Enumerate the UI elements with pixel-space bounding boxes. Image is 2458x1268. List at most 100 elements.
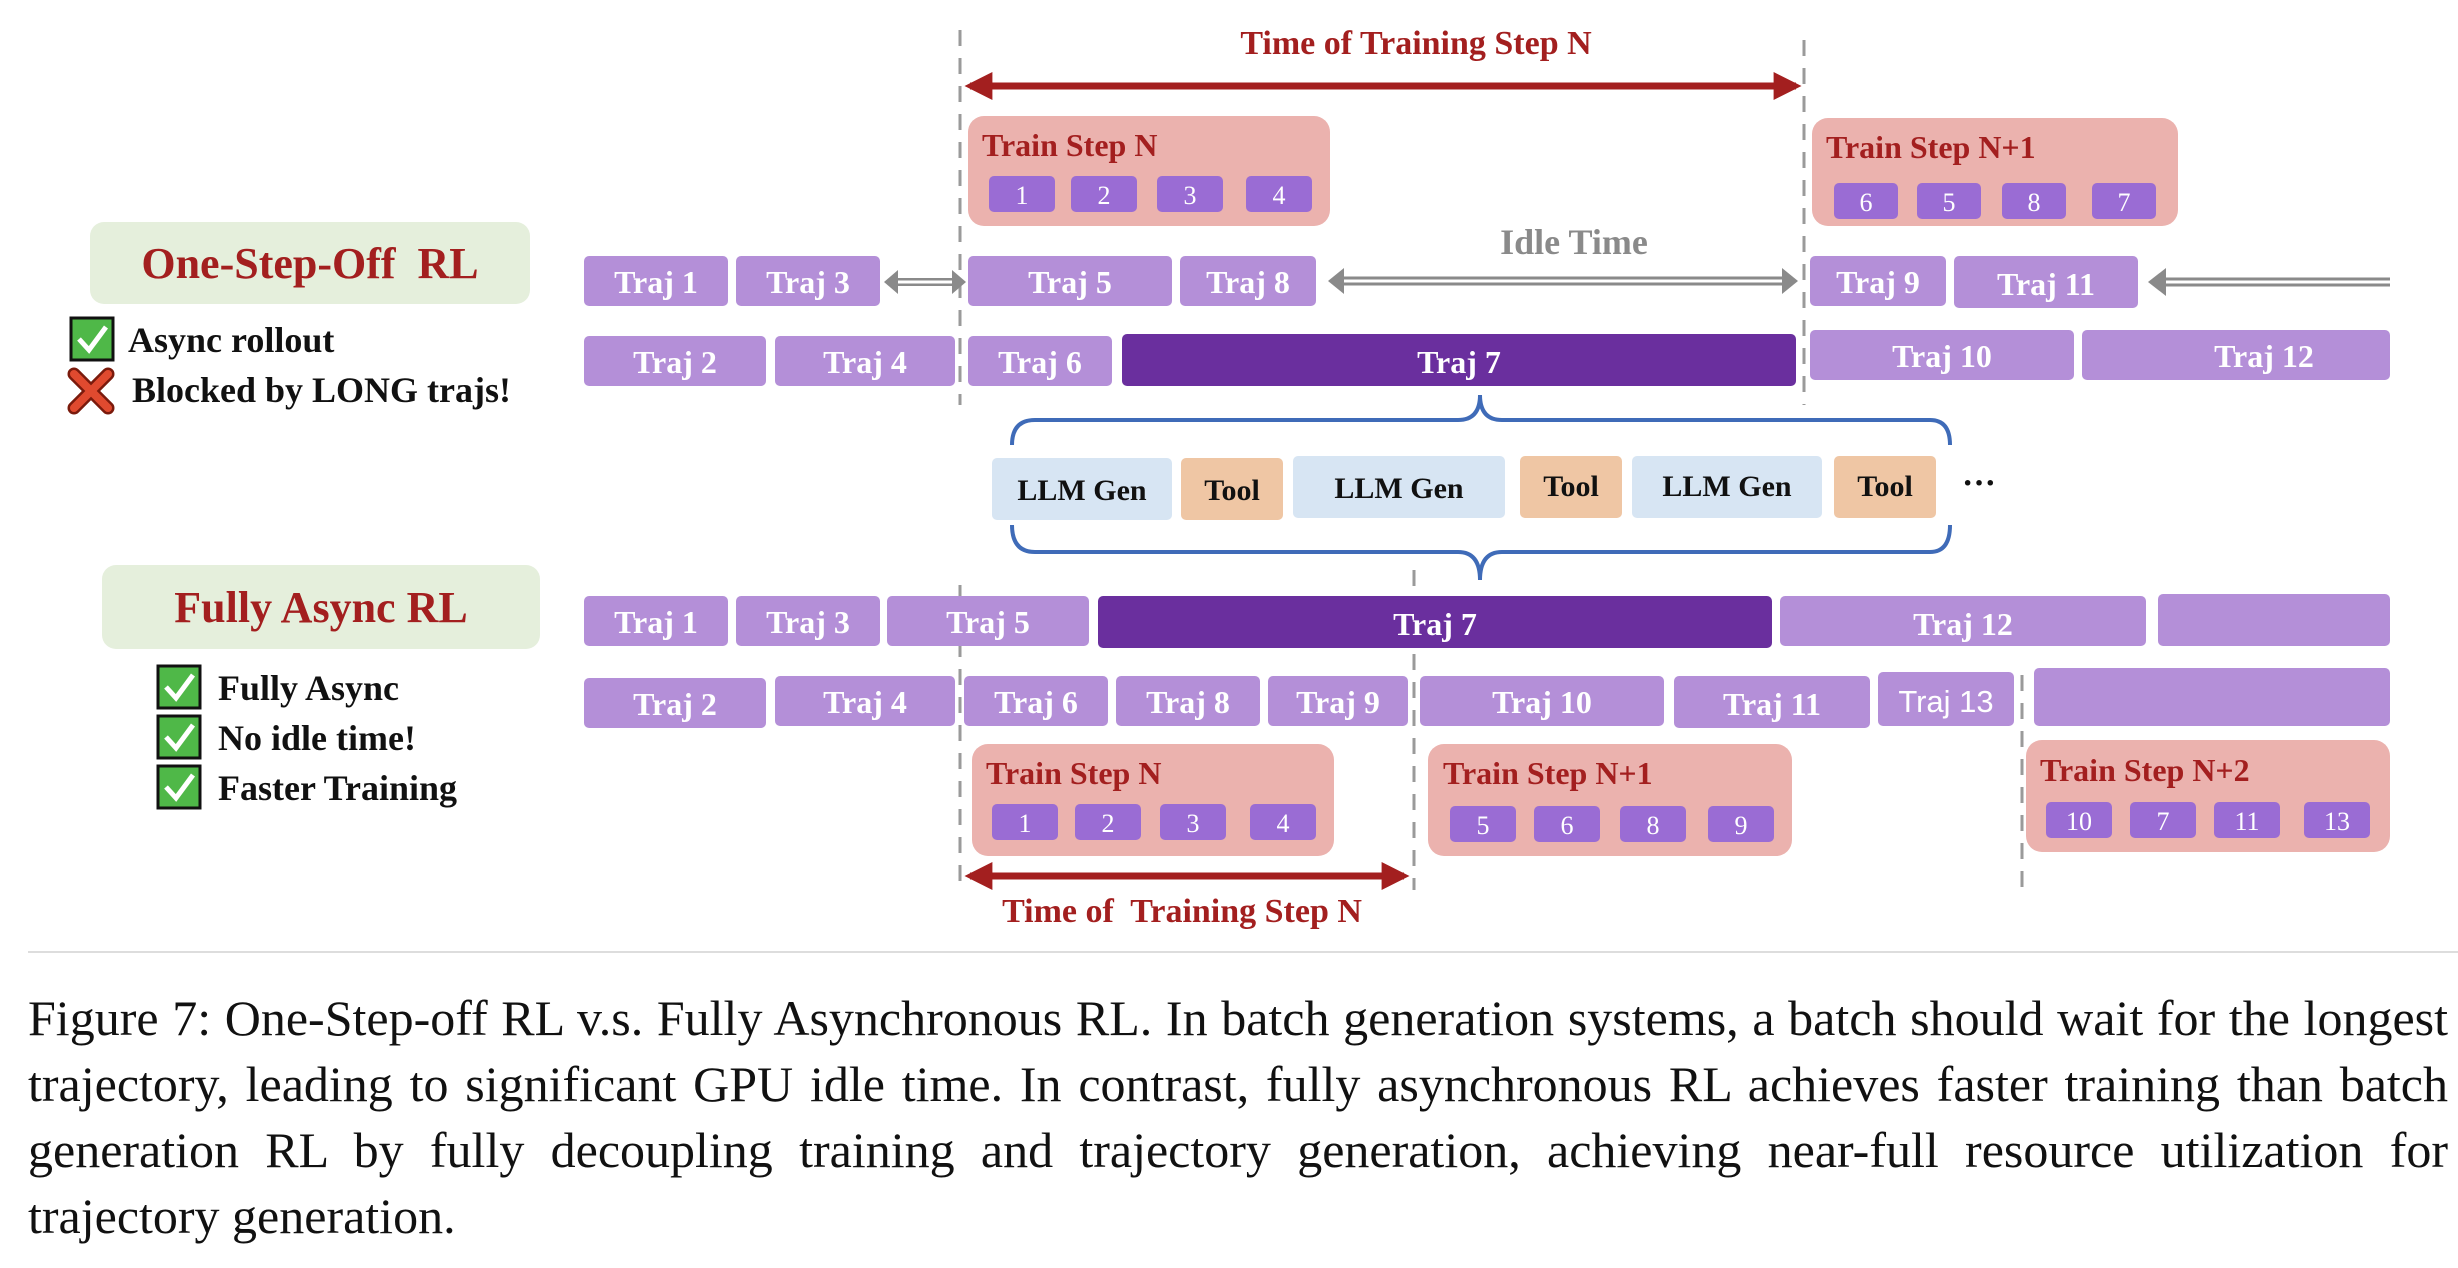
tool-segment bbox=[1834, 456, 1936, 518]
segment-label: LLM Gen bbox=[1017, 474, 1146, 507]
train-chip-label: 6 bbox=[1860, 188, 1873, 217]
train-chip-label: 5 bbox=[1477, 811, 1490, 840]
traj-label: Traj 6 bbox=[998, 344, 1082, 380]
traj-label: Traj 7 bbox=[1417, 344, 1501, 380]
traj-block bbox=[887, 596, 1089, 646]
train-step-label: Train Step N bbox=[986, 755, 1161, 791]
train-step-box bbox=[968, 116, 1330, 226]
train-chip-label: 7 bbox=[2118, 188, 2131, 217]
segment-label: LLM Gen bbox=[1662, 470, 1791, 503]
train-step-box bbox=[1812, 118, 2178, 226]
train-chip-label: 7 bbox=[2157, 807, 2170, 836]
bottom-time-label: Time of Training Step N bbox=[1002, 893, 1362, 930]
traj-label: Traj 3 bbox=[766, 264, 850, 300]
traj-block bbox=[1180, 256, 1316, 306]
train-step-box bbox=[2026, 740, 2390, 852]
traj-label: Traj 2 bbox=[633, 686, 717, 722]
traj-block bbox=[1810, 256, 1946, 306]
train-chip bbox=[992, 804, 1058, 840]
train-chip-label: 3 bbox=[1184, 181, 1197, 210]
segment-label: Tool bbox=[1857, 470, 1913, 503]
note-fully-async: Fully Async bbox=[218, 668, 399, 708]
train-chip-label: 8 bbox=[1647, 811, 1660, 840]
traj-block bbox=[584, 678, 766, 728]
traj-block bbox=[1268, 676, 1408, 726]
top-time-label: Time of Training Step N bbox=[1240, 25, 1592, 62]
train-step-label: Train Step N+2 bbox=[2040, 752, 2250, 788]
llm-gen-segment bbox=[1632, 456, 1822, 518]
traj-block bbox=[964, 676, 1108, 726]
traj-label: Traj 10 bbox=[1492, 684, 1592, 720]
wait-arrow bbox=[884, 270, 966, 294]
note-no-idle: No idle time! bbox=[218, 718, 416, 758]
segment-label: LLM Gen bbox=[1334, 472, 1463, 505]
train-chip bbox=[1534, 806, 1600, 842]
train-chip bbox=[1160, 804, 1226, 840]
traj-label: Traj 5 bbox=[1028, 264, 1112, 300]
traj-label: Traj 2 bbox=[633, 344, 717, 380]
traj-label: Traj 3 bbox=[766, 604, 850, 640]
train-chip bbox=[2002, 183, 2066, 219]
idle-time-label: Idle Time bbox=[1500, 222, 1648, 262]
train-chip-label: 8 bbox=[2028, 188, 2041, 217]
traj-block-long bbox=[1098, 596, 1772, 648]
train-chip-label: 6 bbox=[1561, 811, 1574, 840]
traj-block bbox=[775, 676, 955, 726]
train-chip bbox=[1071, 176, 1137, 212]
fully-async-title-box bbox=[102, 565, 540, 649]
train-chip-label: 4 bbox=[1273, 181, 1286, 210]
traj-block bbox=[1810, 330, 2074, 380]
train-step-box bbox=[1428, 744, 1792, 856]
train-step-label: Train Step N bbox=[982, 127, 1157, 163]
traj-label: Traj 7 bbox=[1393, 606, 1477, 642]
llm-gen-segment bbox=[992, 458, 1172, 520]
traj-label: Traj 10 bbox=[1892, 338, 1992, 374]
train-chip bbox=[1250, 804, 1316, 840]
traj-block bbox=[1420, 676, 1664, 726]
traj-label: Traj 12 bbox=[2214, 338, 2314, 374]
traj-block bbox=[1116, 676, 1260, 726]
train-step-box bbox=[972, 744, 1334, 856]
one-step-off-title: One-Step-Off RL bbox=[141, 239, 478, 288]
train-step-label: Train Step N+1 bbox=[1826, 129, 2036, 165]
traj-block bbox=[968, 256, 1172, 306]
note-faster-training: Faster Training bbox=[218, 768, 457, 808]
train-chip bbox=[2046, 802, 2112, 838]
top-brace bbox=[1010, 394, 1952, 446]
idle-arrow bbox=[1328, 268, 1798, 294]
traj-label: Traj 9 bbox=[1296, 684, 1380, 720]
train-chip bbox=[989, 176, 1055, 212]
train-chip-label: 3 bbox=[1187, 809, 1200, 838]
train-step-label: Train Step N+1 bbox=[1443, 755, 1653, 791]
train-chip bbox=[2130, 802, 2196, 838]
train-chip bbox=[1157, 176, 1223, 212]
traj-label: Traj 4 bbox=[823, 684, 907, 720]
note-async-rollout: Async rollout bbox=[128, 320, 334, 360]
traj-label: Traj 12 bbox=[1913, 606, 2013, 642]
traj-label: Traj 1 bbox=[614, 604, 698, 640]
async-rl-diagram: Time of Training Step N One-Step-Off RL … bbox=[28, 25, 2458, 953]
train-chip bbox=[2304, 802, 2370, 838]
train-chip bbox=[2214, 802, 2280, 838]
segment-label: Tool bbox=[1204, 474, 1260, 507]
train-chip-label: 13 bbox=[2324, 807, 2350, 836]
traj-block bbox=[736, 256, 880, 306]
traj-block bbox=[1780, 596, 2146, 646]
segment-label: Tool bbox=[1543, 470, 1599, 503]
traj-label: Traj 11 bbox=[1723, 686, 1821, 722]
traj-label: Traj 8 bbox=[1206, 264, 1290, 300]
traj-block bbox=[1674, 676, 1870, 728]
fully-async-title: Fully Async RL bbox=[174, 583, 467, 632]
train-chip-label: 11 bbox=[2234, 807, 2259, 836]
check-icon bbox=[69, 316, 115, 362]
ellipsis: ··· bbox=[1962, 465, 1996, 502]
figure-caption: Figure 7: One-Step-off RL v.s. Fully Asy… bbox=[28, 990, 2448, 1244]
wait-arrow bbox=[2148, 268, 2390, 296]
train-chip-label: 10 bbox=[2066, 807, 2092, 836]
train-chip bbox=[1450, 806, 1516, 842]
traj-block bbox=[2082, 330, 2390, 380]
check-icon bbox=[156, 664, 202, 710]
traj-label: Traj 6 bbox=[994, 684, 1078, 720]
check-icon bbox=[156, 764, 202, 810]
traj-label: Traj 11 bbox=[1997, 266, 2095, 302]
